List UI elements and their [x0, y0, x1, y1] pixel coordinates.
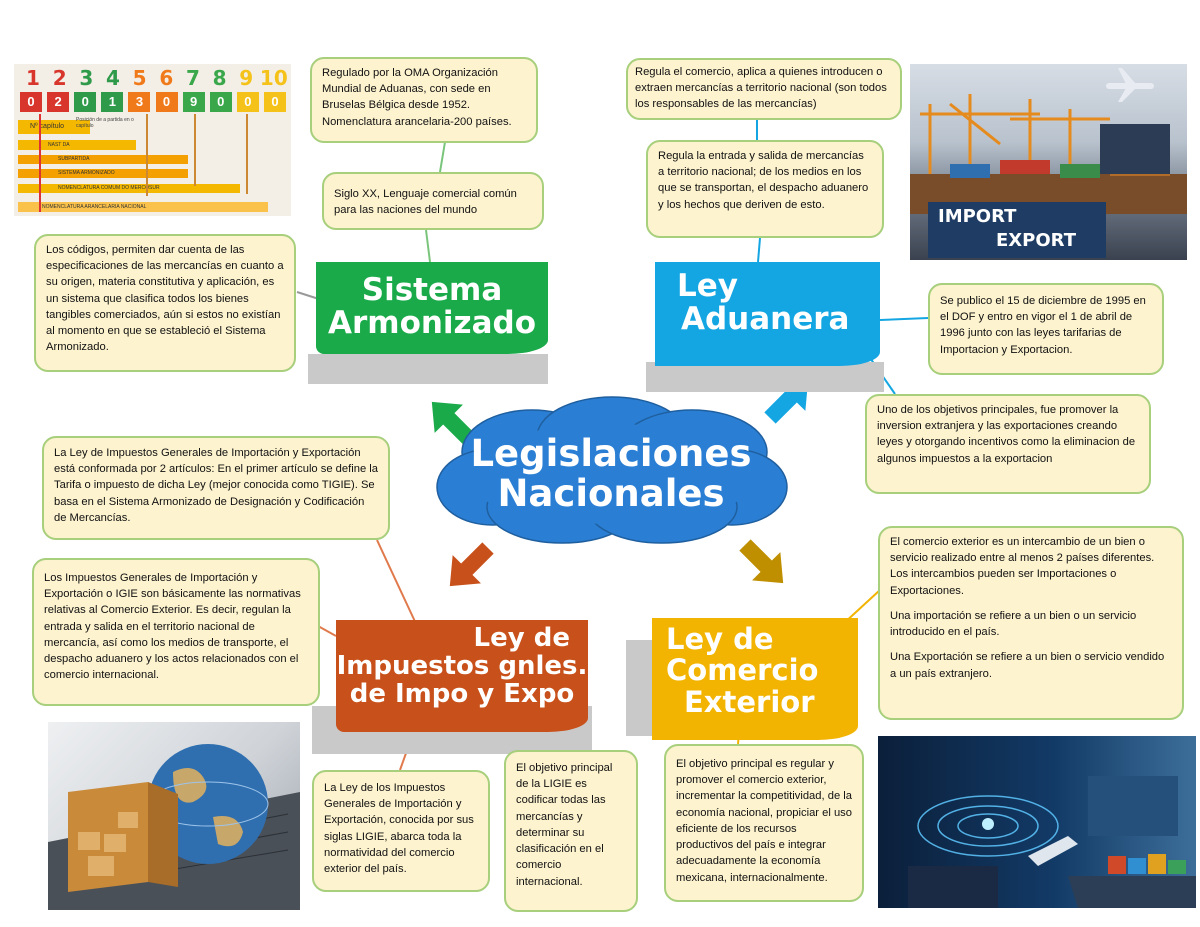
- arrow-to-sistema-icon: [431, 401, 476, 446]
- code-number: 5: [132, 66, 147, 90]
- code-label-partida: Posición de a partida en o capítulo: [76, 117, 134, 129]
- code-digit: 3: [128, 92, 151, 112]
- note-ligie-abarca: La Ley de los Impuestos Generales de Imp…: [312, 770, 490, 892]
- note-publico: Se publico el 15 de diciembre de 1995 en…: [928, 283, 1164, 375]
- code-marker-line: [246, 114, 248, 194]
- code-digit: 2: [47, 92, 70, 112]
- code-label-nomenclatura-nacional: NOMENCLATURA ARANCELARIA NACIONAL: [18, 202, 268, 212]
- connector-siglo-sistema: [425, 229, 431, 263]
- note-regula-entrada: Regula la entrada y salida de mercancías…: [646, 140, 884, 238]
- code-marker-line: [194, 114, 196, 186]
- code-number: 8: [212, 66, 227, 90]
- cloud-shape-icon: [436, 396, 788, 544]
- digital-globe-ship-icon: [908, 776, 1196, 908]
- code-label-sistema: SISTEMA ARMONIZADO: [18, 169, 188, 178]
- connector-ligie-conformada: [376, 539, 419, 629]
- code-marker-line: [146, 114, 148, 196]
- note-ligie-basicamente: Los Impuestos Generales de Importación y…: [32, 558, 320, 706]
- globe-container-image: [48, 722, 300, 910]
- connector-ligie-basicamente: [317, 625, 337, 637]
- note-objetivos: Uno de los objetivos principales, fue pr…: [865, 394, 1151, 494]
- port-sign-export: EXPORT: [996, 230, 1076, 251]
- code-number: 1: [26, 66, 40, 90]
- code-digit: 0: [20, 92, 42, 112]
- port-import-export-image: IMPORT EXPORT: [910, 64, 1187, 260]
- note-oma: Regulado por la OMA Organización Mundial…: [310, 57, 538, 143]
- note-ligie-objetivo: El objetivo principal de la LIGIE es cod…: [504, 750, 638, 912]
- cargo-port-icon: [910, 68, 1187, 258]
- code-number: 2: [52, 66, 67, 90]
- code-digit: 0: [74, 92, 97, 112]
- digital-trade-image: [878, 736, 1196, 908]
- note-ligie-conformada: La Ley de Impuestos Generales de Importa…: [42, 436, 390, 540]
- code-digit: 0: [263, 92, 286, 112]
- note-codigos: Los códigos, permiten dar cuenta de las …: [34, 234, 296, 372]
- note-comercio-objetivo: El objetivo principal es regular y promo…: [664, 744, 864, 902]
- code-digit: 0: [236, 92, 259, 112]
- note-regula-comercio: Regula el comercio, aplica a quienes int…: [626, 58, 902, 120]
- code-number: 7: [185, 66, 200, 90]
- arrow-to-comercio-icon: [739, 539, 784, 584]
- branch-ley-impuestos: Ley de Impuestos gnles. de Impo y Expo: [336, 620, 588, 732]
- globe-laptop-icon: [48, 744, 300, 910]
- code-label-capitulo: Nº capítulo: [18, 120, 90, 134]
- connector-regula-entrada: [757, 237, 761, 263]
- code-number: 6: [159, 66, 174, 90]
- note-siglo-xx: Siglo XX, Lenguaje comercial común para …: [322, 172, 544, 230]
- port-sign-import: IMPORT: [938, 206, 1017, 227]
- code-label-nast: NAST DA: [18, 140, 136, 150]
- code-number: 10: [259, 66, 288, 90]
- arrow-to-impuestos-icon: [449, 542, 494, 587]
- code-digit: 9: [182, 92, 205, 112]
- code-marker-line: [39, 114, 41, 212]
- sistema-shadow: [308, 354, 548, 384]
- code-label-subpartida: SUBPARTIDA: [18, 155, 188, 164]
- connector-publico: [879, 317, 929, 321]
- connector-oma-siglo: [439, 141, 446, 173]
- code-number: 3: [79, 66, 94, 90]
- code-digit: 0: [155, 92, 178, 112]
- note-comercio-definicion: El comercio exterior es un intercambio d…: [878, 526, 1184, 720]
- code-number: 4: [106, 66, 120, 90]
- aduanera-shadow: [646, 362, 884, 392]
- code-label-nomenclatura-mercosur: NOMENCLATURA COMUM DO MERCOSUR: [18, 184, 240, 193]
- code-number: 9: [239, 66, 254, 90]
- code-digit: 0: [209, 92, 232, 112]
- code-digit: 1: [101, 92, 124, 112]
